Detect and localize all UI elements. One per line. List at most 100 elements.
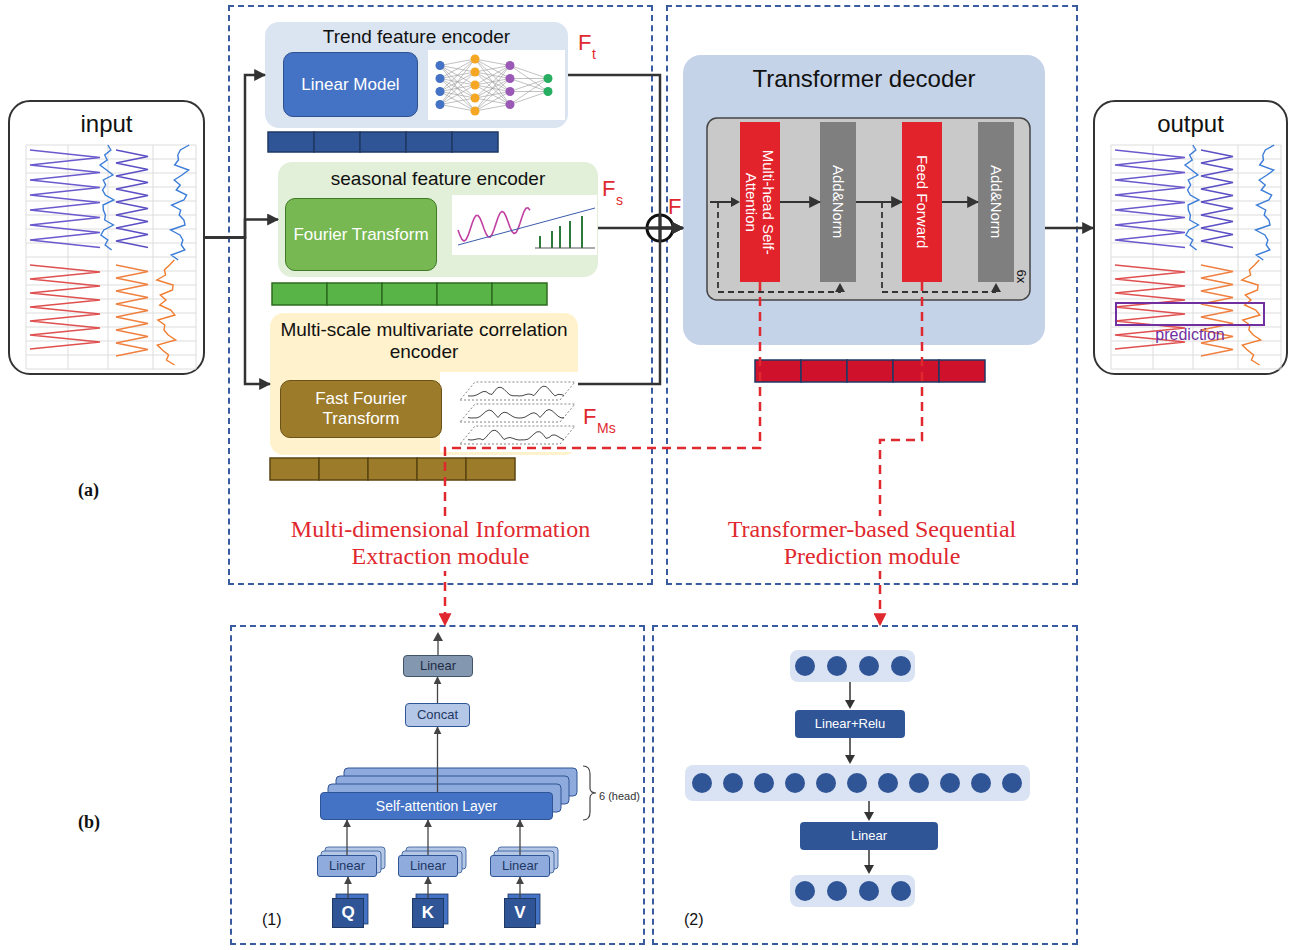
detail-panel: (2)Linear+ReluLinear <box>652 625 1078 945</box>
node-text: Feed Forward <box>913 127 930 277</box>
label-wrap: Ms <box>597 419 616 437</box>
label-wrap: 6 (head) <box>599 786 640 804</box>
drawn-line <box>1238 145 1239 369</box>
drawn-circle <box>859 656 879 676</box>
head-count-label: 6 (head) <box>599 790 640 803</box>
drawn-rect <box>440 372 578 452</box>
drawn-line <box>440 59 475 92</box>
drawn-line <box>868 850 870 865</box>
flow-arrow <box>568 75 683 228</box>
drawn-polygon <box>845 700 855 709</box>
drawn-circle <box>471 81 480 90</box>
label-wrap: F <box>583 404 596 429</box>
label-wrap: F <box>668 194 681 219</box>
drawn-rect <box>327 283 382 305</box>
illustration <box>8 100 205 375</box>
drawn-polygon <box>991 283 1001 292</box>
drawn-line <box>26 159 196 160</box>
drawn-polyline <box>468 410 564 418</box>
drawn-line <box>510 66 548 92</box>
drawn-line <box>26 145 196 146</box>
drawn-polyline <box>157 260 176 365</box>
drawn-line <box>26 215 196 216</box>
node-text: Multi-scale multivariate correlation enc… <box>270 313 578 363</box>
drawn-line <box>1111 215 1281 216</box>
linear-box: Linear <box>317 855 377 877</box>
drawn-line <box>510 79 548 105</box>
drawn-line <box>868 801 870 812</box>
drawn-circle <box>647 215 673 241</box>
layer-bar: Add&Norm <box>820 122 856 282</box>
feature-symbol: F <box>583 404 596 429</box>
drawn-line <box>510 79 548 92</box>
process-box: Linear Model <box>283 52 418 117</box>
drawn-line <box>437 641 438 655</box>
drawn-circle <box>909 773 929 793</box>
drawn-line <box>440 66 475 112</box>
drawn-line <box>440 98 475 105</box>
drawn-line <box>710 201 731 203</box>
drawn-g <box>707 118 1030 300</box>
drawn-line <box>1111 257 1281 258</box>
drawn-polyline <box>1256 145 1275 260</box>
drawn-circle <box>471 55 480 64</box>
drawn-g <box>685 650 1030 907</box>
drawn-line <box>718 292 840 293</box>
flow-arrow <box>427 877 428 898</box>
drawn-g <box>26 145 196 369</box>
drawn-line <box>510 92 548 105</box>
layer-bar: Feed Forward <box>902 122 942 282</box>
drawn-line <box>26 299 196 300</box>
module-region: Transformer-based Sequential Prediction … <box>666 5 1078 585</box>
drawn-line <box>1111 159 1281 160</box>
drawn-path <box>583 766 596 820</box>
drawn-rect <box>272 283 327 305</box>
drawn-circle <box>891 881 911 901</box>
node-text: Q <box>341 903 354 923</box>
drawn-line <box>26 271 196 272</box>
drawn-line <box>539 236 541 248</box>
flow-arrow <box>856 201 902 203</box>
drawn-circle <box>827 881 847 901</box>
drawn-rect <box>801 360 847 382</box>
flow-arrow <box>942 201 978 203</box>
node-text: input <box>80 102 132 138</box>
drawn-line <box>26 355 196 356</box>
drawn-line <box>510 78 548 79</box>
linear-box: Linear <box>490 855 550 877</box>
drawn-rect <box>893 360 939 382</box>
node-text: (1) <box>262 911 282 929</box>
drawn-line <box>68 145 69 369</box>
detail-callout-arrow <box>880 282 922 625</box>
drawn-line <box>1111 299 1281 300</box>
encoder-box: Trend feature encoderLinear Model <box>265 22 568 128</box>
drawn-rect <box>382 283 437 305</box>
node-text: Concat <box>417 708 458 723</box>
drawn-circle <box>795 656 815 676</box>
layer-bar: Multi-head Self-Attention <box>740 122 780 282</box>
drawn-polyline <box>1201 150 1233 248</box>
flow-arrow <box>1045 227 1093 230</box>
label-wrap: F <box>578 30 591 55</box>
node-text: Add&Norm <box>987 127 1004 277</box>
drawn-rect <box>492 283 547 305</box>
drawn-circle <box>878 773 898 793</box>
drawn-circle <box>847 773 867 793</box>
drawn-rect <box>790 650 915 682</box>
drawn-line <box>26 327 196 328</box>
drawn-rect <box>406 132 452 152</box>
drawn-g <box>321 632 596 924</box>
drawn-g <box>428 50 565 120</box>
decoder-box: Transformer decoderMulti-head Self-Atten… <box>683 55 1045 345</box>
concat-box: Concat <box>405 703 470 727</box>
flow-arrow <box>346 820 347 855</box>
detail-panel: (1)QKVLinearLinearLinearSelf-attention L… <box>230 625 645 945</box>
drawn-circle <box>471 94 480 103</box>
layer-box: Linear+Relu <box>795 710 905 738</box>
flow-arrow <box>780 201 820 203</box>
drawn-line <box>551 231 553 248</box>
flow-arrow <box>427 820 428 855</box>
feature-symbol: Ms <box>597 420 616 436</box>
feature-symbol: t <box>592 46 596 62</box>
